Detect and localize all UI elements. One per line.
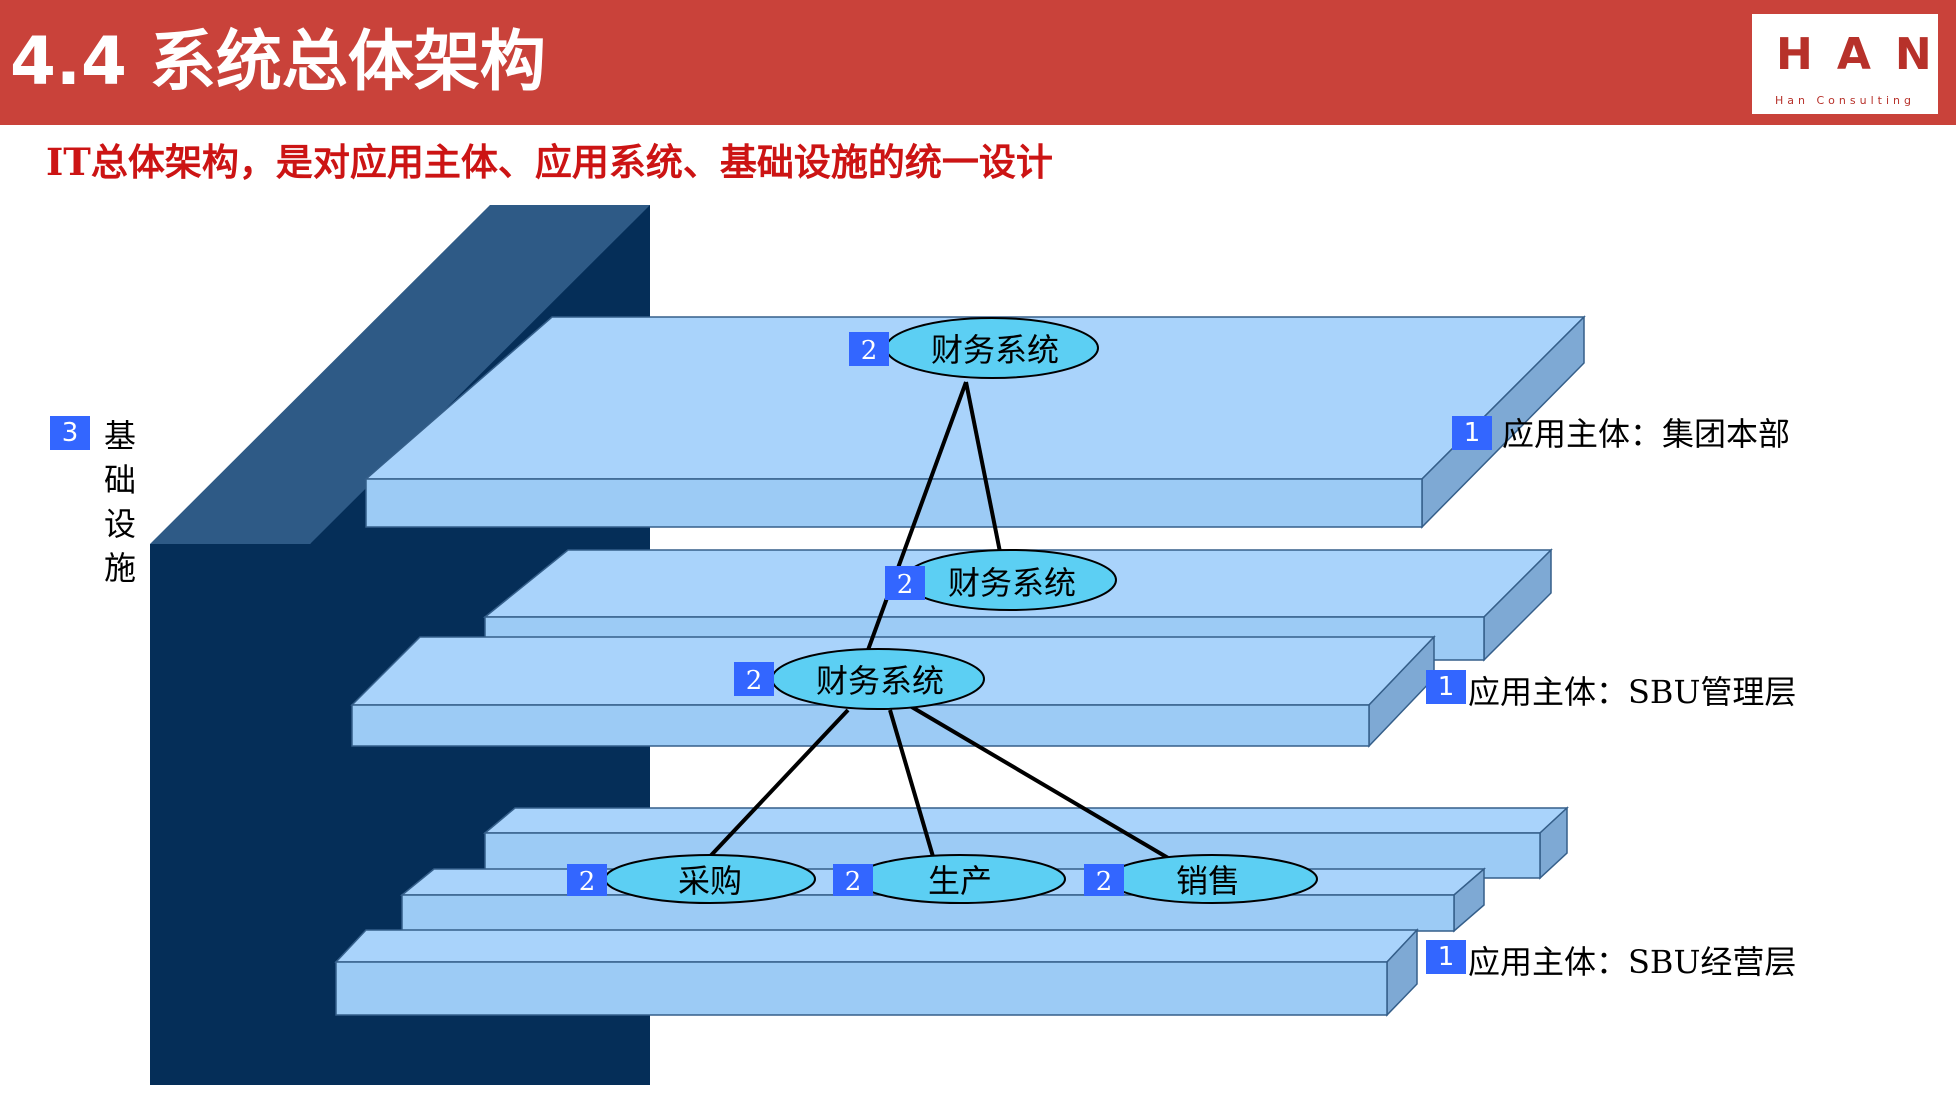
system-production: 2 生产 [833,854,1066,904]
slab-group-hq [363,315,1586,529]
label-mid-finance: 财务系统 [948,564,1076,602]
label-purchase: 采购 [678,862,742,900]
system-sales: 2 销售 [1084,854,1318,904]
page-subtitle: IT总体架构，是对应用主体、应用系统、基础设施的统一设计 [46,140,1053,184]
badge-purchase: 2 [579,867,596,897]
layer-badge-group-hq: 1 [1452,416,1492,450]
slab-sbu-ops-front [334,928,1419,1017]
header-bar: 4.4 系统总体架构 HAN Han Consulting [0,0,1956,125]
layer-label-sbu-mgmt: 应用主体：SBU管理层 [1468,673,1797,711]
system-mid-finance: 2 财务系统 [885,549,1117,611]
link-top-to-mid [964,381,1002,553]
slab-sbu-mgmt-front [350,635,1436,748]
layer-label-sbu-ops: 应用主体：SBU经营层 [1468,943,1797,981]
infrastructure-label-char: 设 [103,505,136,543]
logo-main-text: HAN [1776,29,1956,80]
badge-sbu-finance: 2 [746,666,763,696]
han-logo: HAN Han Consulting [1752,14,1938,114]
infrastructure-label-char: 础 [103,461,136,499]
label-sales: 销售 [1176,862,1240,900]
infrastructure-label: 基础设施 [98,414,142,590]
system-purchase: 2 采购 [567,854,816,904]
system-sbu-finance: 2 财务系统 [734,648,985,710]
badge-sales: 2 [1096,867,1113,897]
logo-sub-text: Han Consulting [1775,94,1915,107]
link-sbu-to-sales [903,701,1182,867]
label-production: 生产 [928,862,992,900]
label-top-finance: 财务系统 [931,331,1059,369]
layer-badge-sbu-ops: 1 [1426,940,1466,974]
badge-top-finance: 2 [861,336,878,366]
infrastructure-badge: 3 [50,416,90,450]
layer-label-group-hq: 应用主体：集团本部 [1502,415,1791,453]
layer-badge-sbu-mgmt: 1 [1426,670,1466,704]
badge-production: 2 [845,867,862,897]
page-title: 4.4 系统总体架构 [10,23,546,100]
link-sbu-to-production [888,709,936,861]
badge-mid-finance: 2 [897,570,914,600]
infrastructure-label-char: 施 [103,549,136,587]
link-top-to-sbu [866,381,968,651]
infrastructure-label-char: 基 [103,417,136,455]
label-sbu-finance: 财务系统 [816,662,944,700]
system-top-finance: 2 财务系统 [849,317,1099,379]
link-sbu-to-purchase [699,708,850,868]
connection-lines [699,381,1182,868]
